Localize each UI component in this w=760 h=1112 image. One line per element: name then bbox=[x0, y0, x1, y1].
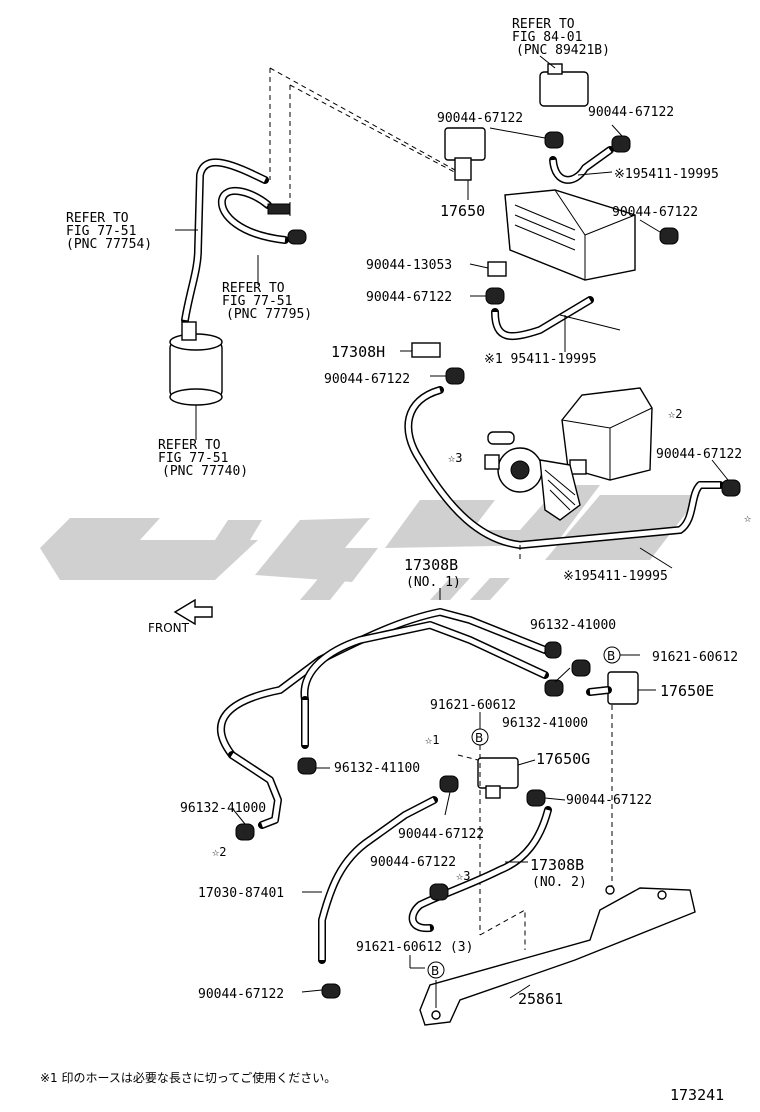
bracket-25861 bbox=[419, 887, 696, 1026]
hose-clamp bbox=[544, 679, 564, 697]
hose-clamp bbox=[721, 479, 741, 497]
hose-clamp bbox=[611, 135, 631, 153]
star-2-b: ☆2 bbox=[212, 845, 226, 859]
hose-clamp bbox=[544, 131, 564, 149]
upper-right-assembly bbox=[444, 55, 679, 352]
part-17308b-no2: 17308B(NO. 2) bbox=[530, 856, 587, 890]
part-96132-41100: 96132-41100 bbox=[334, 761, 420, 776]
lower-assembly bbox=[173, 588, 696, 1026]
hose-clamp bbox=[485, 287, 505, 305]
hose-clamp bbox=[544, 641, 562, 659]
svg-text:B: B bbox=[475, 731, 483, 745]
figure-number: 173241 bbox=[670, 1086, 724, 1104]
part-17650e: 17650E bbox=[660, 682, 714, 700]
refer-sensor-part bbox=[539, 71, 589, 107]
star-3-a: ☆3 bbox=[448, 451, 462, 465]
part-90044-67122-g: 90044-67122 bbox=[566, 793, 652, 808]
footnote: ※1 印のホースは必要な長さに切ってご使用ください。 bbox=[40, 1070, 336, 1085]
filter-case bbox=[504, 189, 636, 281]
part-25861: 25861 bbox=[518, 990, 563, 1008]
part-17308b-no1: 17308B(NO. 1) bbox=[404, 556, 461, 590]
part-91621-60612-c: 91621-60612 (3) bbox=[356, 940, 473, 955]
part-96132-41000-c: 96132-41000 bbox=[180, 801, 266, 816]
part-91621-60612-a: 91621-60612 bbox=[652, 650, 738, 665]
hose-clamp bbox=[445, 367, 465, 385]
hose-clamp bbox=[235, 823, 255, 841]
part-90044-67122-i: 90044-67122 bbox=[370, 855, 456, 870]
part-17650: 17650 bbox=[440, 202, 485, 220]
part-91621-60612-b: 91621-60612 bbox=[430, 698, 516, 713]
star-2-a: ☆2 bbox=[668, 407, 682, 421]
part-90044-13053: 90044-13053 bbox=[366, 258, 452, 273]
part-90044-67122-j: 90044-67122 bbox=[198, 987, 284, 1002]
hose-clamp bbox=[287, 229, 307, 245]
part-90044-67122-a: 90044-67122 bbox=[437, 111, 523, 126]
vsv-17650 bbox=[444, 127, 486, 161]
part-90044-67122-c: 90044-67122 bbox=[612, 205, 698, 220]
part-17650g: 17650G bbox=[536, 750, 590, 768]
circle-b-mid: B bbox=[471, 728, 489, 746]
vsv-17650e bbox=[607, 671, 639, 705]
part-17308h: 17308H bbox=[331, 343, 385, 361]
star-3-b: ☆3 bbox=[456, 869, 470, 883]
star-1: ☆1 bbox=[425, 733, 439, 747]
part-90044-67122-f: 90044-67122 bbox=[656, 447, 742, 462]
circle-b-top: B bbox=[603, 646, 621, 664]
part-195411-b: ※1 95411-19995 bbox=[484, 352, 597, 367]
upper-left-hoses bbox=[169, 67, 461, 440]
part-90044-67122-d: 90044-67122 bbox=[366, 290, 452, 305]
bracket-13053 bbox=[487, 261, 507, 277]
part-195411-a: ※195411-19995 bbox=[614, 167, 719, 182]
hose-clamp bbox=[321, 983, 341, 999]
hose-clamp bbox=[571, 659, 591, 677]
part-90044-67122-h: 90044-67122 bbox=[398, 827, 484, 842]
middle-assembly bbox=[400, 342, 741, 560]
part-90044-67122-b: 90044-67122 bbox=[588, 105, 674, 120]
circle-b-bottom: B bbox=[427, 961, 445, 979]
part-96132-41000-a: 96132-41000 bbox=[530, 618, 616, 633]
part-195411-c: ※195411-19995 bbox=[563, 569, 668, 584]
front-label: FRONT bbox=[148, 621, 190, 635]
svg-text:B: B bbox=[431, 964, 439, 978]
front-arrow-icon bbox=[173, 598, 213, 626]
part-17030-87401: 17030-87401 bbox=[198, 886, 284, 901]
svg-text:B: B bbox=[607, 649, 615, 663]
hose-clamp bbox=[439, 775, 459, 793]
hose-clamp bbox=[429, 883, 449, 901]
star-a: ☆ bbox=[744, 511, 751, 525]
part-90044-67122-e: 90044-67122 bbox=[324, 372, 410, 387]
part-96132-41000-b: 96132-41000 bbox=[502, 716, 588, 731]
hose-clamp bbox=[659, 227, 679, 245]
vsv-17650g bbox=[477, 757, 519, 789]
bracket-17308h bbox=[411, 342, 441, 358]
hose-clamp bbox=[297, 757, 317, 775]
hose-clamp bbox=[267, 203, 291, 215]
hose-clamp bbox=[526, 789, 546, 807]
